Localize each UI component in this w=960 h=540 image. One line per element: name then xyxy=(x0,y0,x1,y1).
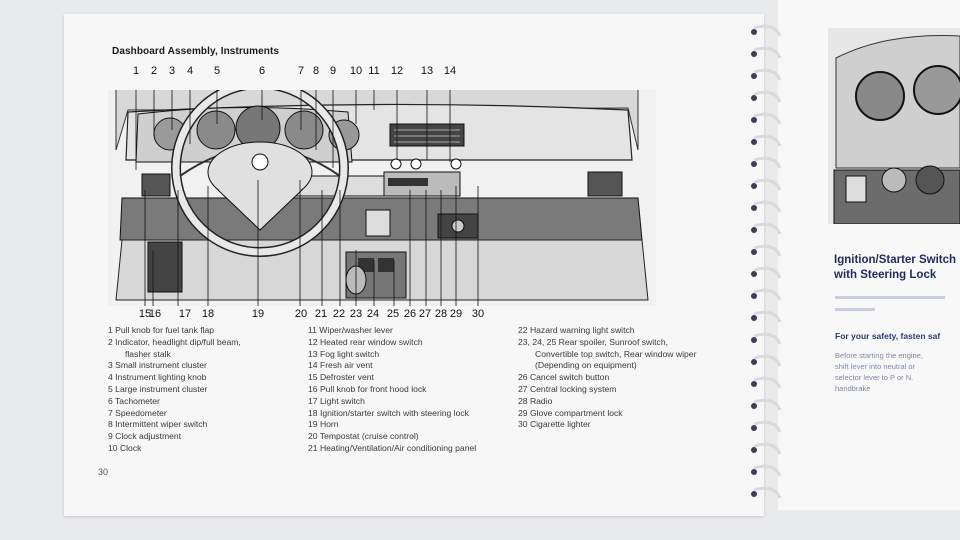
callout-label: 11 xyxy=(368,65,380,77)
callout-label: 29 xyxy=(449,308,463,320)
legend-item: 23, 24, 25 Rear spoiler, Sunroof switch, xyxy=(518,336,668,347)
callout-label: 13 xyxy=(420,65,434,77)
legend-item: 15 Defroster vent xyxy=(308,372,374,383)
callout-label: 27 xyxy=(418,308,432,320)
faint-text-bar xyxy=(835,308,875,311)
right-text-line: selector lever to P or N. xyxy=(835,373,914,382)
callout-label: 23 xyxy=(349,308,363,320)
callout-label: 9 xyxy=(329,65,337,77)
callout-label: 6 xyxy=(258,65,266,77)
page-number: 30 xyxy=(98,467,109,477)
legend-column-1: 1 Pull knob for fuel tank flap 2 Indicat… xyxy=(108,325,241,455)
legend-item: 14 Fresh air vent xyxy=(308,360,373,371)
callout-label: 20 xyxy=(294,308,308,320)
callout-label: 15 xyxy=(138,308,152,320)
right-title-line: Ignition/Starter Switch xyxy=(834,254,957,266)
ignition-switch-photo xyxy=(828,28,960,224)
legend-item: flasher stalk xyxy=(125,348,171,359)
legend-item: 5 Large instrument cluster xyxy=(108,383,208,394)
callout-label: 21 xyxy=(314,308,328,320)
legend-item: 4 Instrument lighting knob xyxy=(108,372,207,383)
legend-item: 19 Horn xyxy=(308,419,339,430)
legend-item: 26 Cancel switch button xyxy=(518,372,610,383)
callout-label: 22 xyxy=(332,308,346,320)
callout-label: 8 xyxy=(312,65,320,77)
callout-label: 17 xyxy=(178,308,192,320)
callout-label: 3 xyxy=(168,65,176,77)
right-title-line: with Steering Lock xyxy=(834,269,937,281)
callout-label: 14 xyxy=(443,65,457,77)
callout-label: 19 xyxy=(251,308,265,320)
legend-column-2: 11 Wiper/washer lever 12 Heated rear win… xyxy=(308,325,476,455)
callout-label: 5 xyxy=(213,65,221,77)
legend-item: 10 Clock xyxy=(108,442,142,453)
page-heading: Dashboard Assembly, Instruments xyxy=(112,46,280,57)
legend-item: 28 Radio xyxy=(518,395,553,406)
legend-column-3: 22 Hazard warning light switch 23, 24, 2… xyxy=(518,325,696,431)
legend-item: 1 Pull knob for fuel tank flap xyxy=(108,325,215,335)
faint-text-bar xyxy=(835,296,945,299)
callout-label: 7 xyxy=(297,65,305,77)
legend-item: 22 Hazard warning light switch xyxy=(518,325,635,335)
callout-label: 12 xyxy=(390,65,404,77)
dashboard-illustration xyxy=(108,90,656,306)
legend-item: 29 Glove compartment lock xyxy=(518,407,623,418)
safety-note: For your safety, fasten saf xyxy=(835,331,941,341)
spiral-binding xyxy=(751,24,782,499)
legend-item: Convertible top switch, Rear window wipe… xyxy=(535,348,697,359)
right-text-line: shift lever into neutral or xyxy=(835,362,916,371)
legend-item: 2 Indicator, headlight dip/full beam, xyxy=(108,336,241,347)
callout-label: 26 xyxy=(403,308,417,320)
callout-label: 25 xyxy=(386,308,400,320)
legend-item: 13 Fog light switch xyxy=(308,348,380,359)
legend-item: 27 Central locking system xyxy=(518,383,617,394)
legend-item: 11 Wiper/washer lever xyxy=(308,325,393,335)
callout-label: 4 xyxy=(186,65,194,77)
right-text-line: Before starting the engine, xyxy=(835,351,923,360)
legend-item: 21 Heating/Ventilation/Air conditioning … xyxy=(308,442,477,453)
legend-item: (Depending on equipment) xyxy=(535,360,637,371)
legend-item: 18 Ignition/starter switch with steering… xyxy=(308,407,469,418)
legend-item: 16 Pull knob for front hood lock xyxy=(308,383,427,394)
legend-item: 6 Tachometer xyxy=(108,395,160,406)
callout-label: 28 xyxy=(434,308,448,320)
callout-label: 18 xyxy=(201,308,215,320)
legend-item: 9 Clock adjustment xyxy=(108,431,182,442)
callout-label: 1 xyxy=(132,65,140,77)
callout-label: 24 xyxy=(366,308,380,320)
callout-label: 2 xyxy=(150,65,158,77)
right-text-line: handbrake xyxy=(835,384,871,393)
legend-item: 8 Intermittent wiper switch xyxy=(108,419,208,430)
legend-item: 30 Cigarette lighter xyxy=(518,419,591,430)
callout-label: 10 xyxy=(349,65,363,77)
callout-label: 30 xyxy=(471,308,485,320)
callout-label: 16 xyxy=(148,308,162,320)
legend-item: 12 Heated rear window switch xyxy=(308,336,423,347)
right-page-title: Ignition/Starter Switch with Steering Lo… xyxy=(834,253,956,283)
legend-item: 7 Speedometer xyxy=(108,407,167,418)
legend-item: 3 Small instrument cluster xyxy=(108,360,207,371)
right-page-text: Before starting the engine, shift lever … xyxy=(835,350,923,394)
legend-item: 17 Light switch xyxy=(308,395,365,406)
legend-item: 20 Tempostat (cruise control) xyxy=(308,431,419,442)
